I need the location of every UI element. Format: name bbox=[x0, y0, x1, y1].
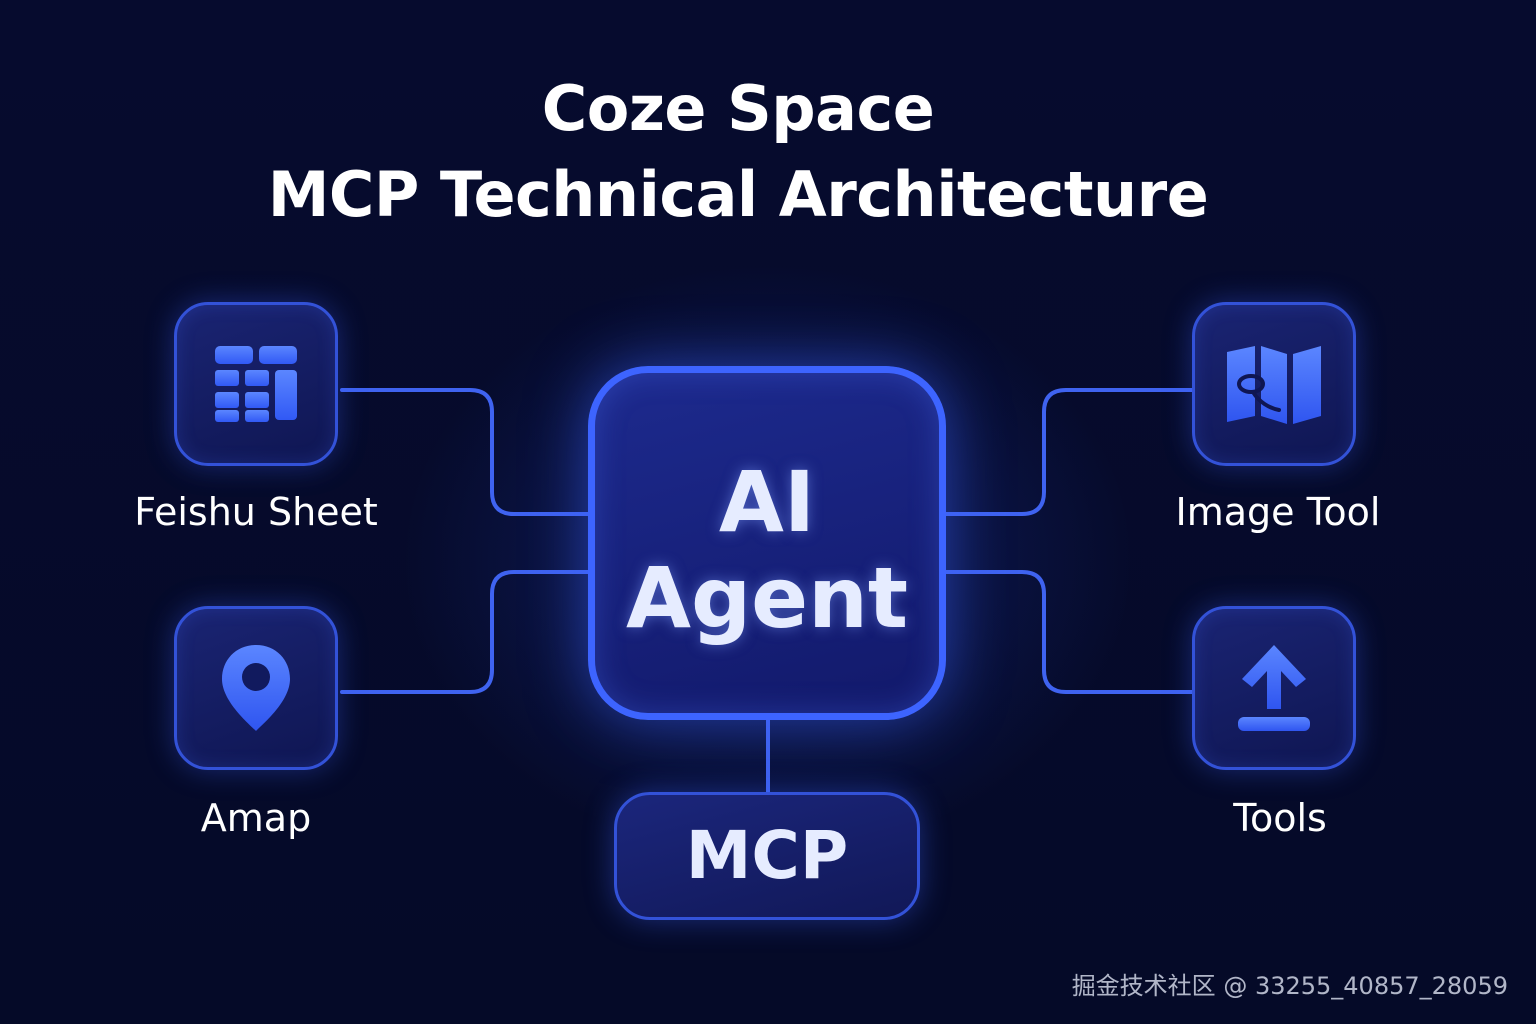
ai-agent-node: AI Agent bbox=[588, 366, 946, 720]
spreadsheet-icon bbox=[215, 346, 297, 422]
ai-agent-label-line-1: AI bbox=[718, 453, 816, 551]
amap-node bbox=[174, 606, 338, 770]
mcp-label: MCP bbox=[685, 817, 849, 894]
tools-node bbox=[1192, 606, 1356, 770]
ai-agent-label-line-2: Agent bbox=[625, 549, 909, 647]
tools-label: Tools bbox=[1233, 796, 1327, 840]
feishu-sheet-label: Feishu Sheet bbox=[134, 490, 378, 534]
amap-label: Amap bbox=[200, 796, 312, 840]
diagram-title-line-2: MCP Technical Architecture bbox=[267, 158, 1209, 231]
diagram-title-line-1: Coze Space bbox=[541, 72, 935, 145]
image-tool-label: Image Tool bbox=[1175, 490, 1381, 534]
connector-image-tool bbox=[944, 388, 1194, 516]
mcp-node: MCP bbox=[614, 792, 920, 920]
feishu-sheet-node bbox=[174, 302, 338, 466]
watermark-text: 掘金技术社区 @ 33255_40857_28059 bbox=[1071, 972, 1508, 1000]
connector-amap bbox=[340, 570, 590, 694]
connector-tools bbox=[944, 570, 1194, 694]
folded-map-icon bbox=[1227, 346, 1321, 424]
upload-icon bbox=[1238, 645, 1310, 731]
connector-feishu bbox=[340, 388, 590, 516]
map-pin-icon bbox=[222, 645, 290, 731]
image-tool-node bbox=[1192, 302, 1356, 466]
